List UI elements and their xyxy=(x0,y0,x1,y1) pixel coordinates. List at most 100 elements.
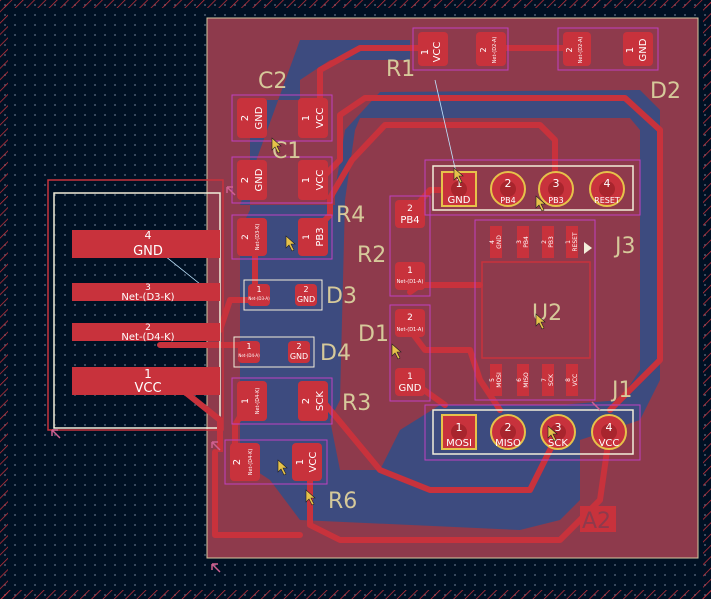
d2-pad1-num: 1 xyxy=(625,47,636,53)
u2-top-pad-num: 1 xyxy=(565,240,572,244)
c2-pad-2[interactable] xyxy=(237,98,267,138)
j3-silk xyxy=(432,165,634,211)
r4-courtyard xyxy=(231,214,333,260)
keepout-bottom xyxy=(0,590,711,599)
r2-pad-2[interactable] xyxy=(395,200,425,228)
u2-body xyxy=(481,261,591,359)
c2-pad1-num: 1 xyxy=(301,115,312,121)
d1-courtyard xyxy=(389,304,431,402)
connector-pad1-num: 1 xyxy=(144,367,152,381)
connector-pad-3[interactable] xyxy=(72,283,220,301)
connector-pad4-net: GND xyxy=(133,244,163,259)
connector-pad-2[interactable] xyxy=(72,323,220,341)
r1-pad-2[interactable] xyxy=(476,32,506,66)
u2-top-pad-num: 3 xyxy=(516,240,523,244)
u2-bottom-pad-num: 8 xyxy=(565,378,572,382)
u2-pad-1[interactable] xyxy=(566,226,578,258)
d2-courtyard xyxy=(557,27,659,71)
ref-r4: R4 xyxy=(336,203,365,228)
u2-bottom-pad-net: SCK xyxy=(548,373,555,386)
d1-pad-1[interactable] xyxy=(395,368,425,396)
ref-d2: D2 xyxy=(650,79,681,104)
d2-pad-1[interactable] xyxy=(623,32,653,66)
u2-pad-2[interactable] xyxy=(542,226,554,258)
r2-pad2-net: PB4 xyxy=(400,215,419,226)
u2-pad-3[interactable] xyxy=(517,226,529,258)
u2-pad-8[interactable] xyxy=(566,364,578,396)
j1-silk xyxy=(432,409,634,455)
r3-pad-2[interactable] xyxy=(298,381,328,421)
u2-pad-7[interactable] xyxy=(542,364,554,396)
keepout-top xyxy=(0,0,711,8)
u2-pad-5[interactable] xyxy=(490,364,502,396)
connector-pad-1[interactable] xyxy=(72,367,220,395)
j1-pin1-net: MOSI xyxy=(446,438,472,449)
u2-top-pad-num: 2 xyxy=(541,240,548,244)
ref-d1: D1 xyxy=(358,322,389,347)
d1-pad2-net: Net-(D1-A) xyxy=(397,327,424,333)
connector-vcc-trace xyxy=(168,377,223,452)
u2-pad-6[interactable] xyxy=(517,364,529,396)
u2-top-pad-net: PB4 xyxy=(523,236,530,248)
r1-pad1-num: 1 xyxy=(420,49,431,55)
j3-pin2-num: 2 xyxy=(505,177,512,190)
c2-pad1-net: VCC xyxy=(315,108,326,129)
r2-pad-1[interactable] xyxy=(395,262,425,290)
d3-silk xyxy=(243,279,323,311)
j1-pin3-net: SCK xyxy=(548,438,568,449)
u2-bottom-pad-num: 6 xyxy=(516,378,523,382)
j1-pin1-num: 1 xyxy=(456,421,463,434)
j1-courtyard xyxy=(424,404,641,461)
d4-pad-1[interactable] xyxy=(238,341,260,363)
d4-pad-2[interactable] xyxy=(288,341,310,363)
c1-pad1-net: VCC xyxy=(315,170,326,191)
d4-pad2-net: GND xyxy=(290,352,308,361)
j3-pin3-num: 3 xyxy=(553,177,560,190)
u2-top-pad-net: RESET xyxy=(572,232,579,252)
c2-pad2-net: GND xyxy=(254,106,265,129)
d3-pad-2[interactable] xyxy=(295,284,317,306)
anchor-markers xyxy=(51,186,601,573)
u2-pad-4[interactable] xyxy=(490,226,502,258)
d3-pad2-net: GND xyxy=(297,295,315,304)
c1-pad-1[interactable] xyxy=(298,160,328,200)
r4-pad-1[interactable] xyxy=(298,218,328,256)
ref-d4: D4 xyxy=(320,341,351,366)
ref-j1: J1 xyxy=(610,378,633,403)
ref-r3: R3 xyxy=(342,391,371,416)
r2-pad1-num: 1 xyxy=(407,266,413,276)
connector-pad1-net: VCC xyxy=(134,381,161,396)
r6-pad-2[interactable] xyxy=(230,443,260,481)
d4-pad1-num: 1 xyxy=(246,342,251,351)
c2-pad-1[interactable] xyxy=(298,98,328,138)
j3-courtyard xyxy=(424,159,641,216)
j3-pin1-net: GND xyxy=(448,195,471,206)
r1-pad-1[interactable] xyxy=(418,32,448,66)
d2-pad-2[interactable] xyxy=(563,32,591,66)
d4-silk xyxy=(233,336,315,368)
r6-pad1-num: 1 xyxy=(295,459,306,465)
ref-c2: C2 xyxy=(258,69,287,94)
r4-pad-2[interactable] xyxy=(237,218,267,256)
ref-r1: R1 xyxy=(386,57,415,82)
d2-pad1-net: GND xyxy=(638,38,649,61)
keepout-left xyxy=(0,0,8,599)
c1-pad-2[interactable] xyxy=(237,160,267,200)
u2-bottom-pad-num: 7 xyxy=(541,378,548,382)
d2-pad2-net: Net-(D2-A) xyxy=(578,37,584,64)
connector-pad-4[interactable] xyxy=(72,230,220,258)
d3-pad-1[interactable] xyxy=(248,284,270,306)
d1-pad-2[interactable] xyxy=(395,309,425,337)
r3-pad1-num: 1 xyxy=(241,398,251,404)
r6-pad-1[interactable] xyxy=(292,443,322,481)
connector-outline xyxy=(47,179,224,431)
u2-top-pads xyxy=(490,226,578,258)
r1-pad2-net: Net-(D2-A) xyxy=(492,37,498,64)
r3-pad-1[interactable] xyxy=(237,381,267,421)
c1-courtyard xyxy=(231,156,333,204)
d1-pad1-num: 1 xyxy=(407,372,413,382)
ref-a2: A2 xyxy=(582,509,611,534)
